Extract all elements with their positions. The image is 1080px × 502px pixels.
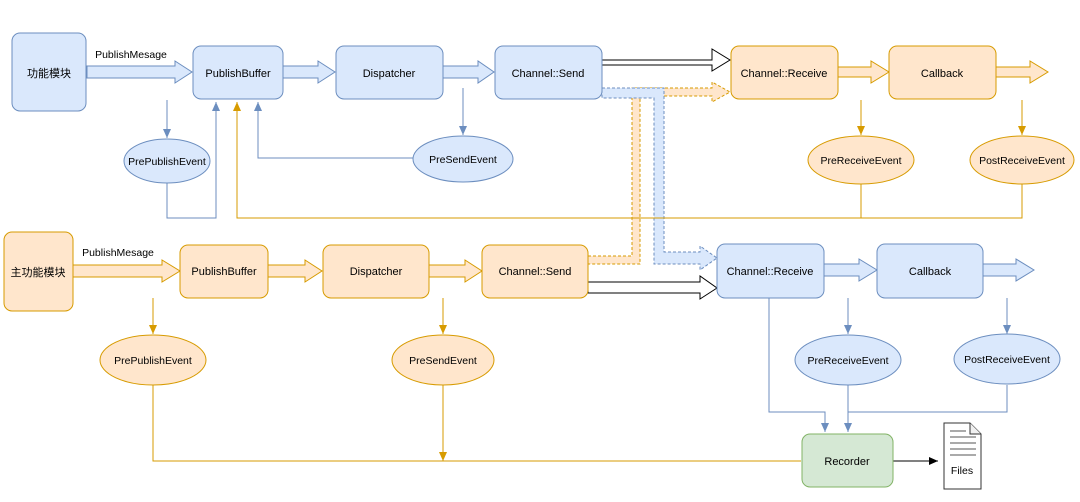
top-dispatcher-label: Dispatcher — [363, 68, 416, 80]
top-connector-prepublish-to-buffer — [166, 102, 220, 219]
top-publish-buffer-node: PublishBuffer — [192, 45, 284, 100]
top-prereceive-event-node: PreReceiveEvent — [807, 135, 915, 185]
top-postreceive-event-label: PostReceiveEvent — [979, 155, 1065, 167]
bottom-callback-label: Callback — [909, 266, 952, 278]
top-channel-receive-label: Channel::Receive — [741, 68, 828, 80]
bottom-arrow-module-to-buffer — [72, 259, 181, 283]
bottom-dispatcher-node: Dispatcher — [322, 244, 430, 299]
top-module-node: 功能模块 — [11, 32, 87, 112]
bottom-prepublish-event-label: PrePublishEvent — [114, 355, 192, 367]
top-prereceive-event-label: PreReceiveEvent — [820, 155, 901, 167]
top-channel-receive-node: Channel::Receive — [730, 45, 839, 100]
top-arrow-receive-to-callback — [837, 60, 890, 84]
bottom-blue-thin-connectors — [768, 298, 1011, 432]
top-arrow-callback-out — [995, 60, 1049, 84]
top-connector-events-return-to-buffer — [237, 102, 1023, 219]
top-orange-connectors — [237, 100, 1026, 219]
top-arrow-buffer-to-dispatcher — [282, 60, 336, 84]
top-presend-event-label: PreSendEvent — [429, 154, 497, 166]
bottom-prereceive-event-node: PreReceiveEvent — [794, 334, 902, 386]
top-channel-send-node: Channel::Send — [494, 45, 603, 100]
top-channel-send-label: Channel::Send — [512, 68, 585, 80]
bottom-postreceive-event-label: PostReceiveEvent — [964, 354, 1050, 366]
top-module-label: 功能模块 — [27, 66, 71, 80]
bottom-channel-receive-node: Channel::Receive — [716, 243, 825, 299]
top-arrow-module-to-buffer — [86, 60, 193, 84]
bottom-connector-postreceive-to-recorder — [848, 385, 1008, 413]
bottom-arrow-dispatcher-to-send — [428, 259, 483, 283]
cross-dashed-arrows — [587, 81, 732, 271]
files-icon: Files — [943, 422, 982, 490]
top-callback-node: Callback — [888, 45, 997, 100]
top-thin-connectors — [163, 88, 467, 219]
bottom-arrow-send-to-receive — [587, 275, 718, 300]
bottom-connector-receive-to-recorder — [768, 298, 829, 432]
bottom-publish-buffer-node: PublishBuffer — [179, 244, 269, 299]
bottom-publish-buffer-label: PublishBuffer — [191, 266, 257, 278]
blue-dashed-cross-arrow — [601, 87, 718, 271]
top-dispatcher-node: Dispatcher — [335, 45, 444, 100]
bottom-channel-receive-label: Channel::Receive — [727, 266, 814, 278]
bottom-callback-node: Callback — [876, 243, 984, 299]
bottom-postreceive-event-node: PostReceiveEvent — [953, 333, 1061, 385]
bottom-arrow-buffer-to-dispatcher — [267, 259, 323, 283]
top-publish-label: PublishMesage — [95, 49, 167, 61]
bottom-presend-event-label: PreSendEvent — [409, 355, 477, 367]
bottom-connector-events-to-recorder — [152, 385, 801, 461]
bottom-orange-thin-connectors — [149, 298, 801, 461]
top-arrow-send-to-receive — [601, 48, 731, 72]
top-publish-buffer-label: PublishBuffer — [205, 68, 271, 80]
bottom-publish-label: PublishMesage — [82, 247, 154, 259]
bottom-arrow-receive-to-callback — [823, 258, 878, 282]
top-flow-arrows — [86, 48, 1049, 84]
bottom-prepublish-event-node: PrePublishEvent — [99, 334, 207, 386]
recorder-node: Recorder — [801, 433, 894, 488]
top-presend-event-node: PreSendEvent — [412, 135, 514, 183]
top-callback-label: Callback — [921, 68, 964, 80]
top-arrow-dispatcher-to-send — [442, 60, 495, 84]
recorder-label: Recorder — [824, 456, 870, 468]
bottom-flow-arrows — [72, 258, 1035, 300]
bottom-prereceive-event-label: PreReceiveEvent — [807, 355, 888, 367]
top-postreceive-event-node: PostReceiveEvent — [969, 135, 1075, 185]
bottom-module-label: 主功能模块 — [11, 265, 66, 279]
top-connector-presend-to-buffer — [254, 102, 414, 159]
bottom-channel-send-label: Channel::Send — [499, 266, 572, 278]
bottom-arrow-callback-out — [982, 258, 1035, 282]
bottom-channel-send-node: Channel::Send — [481, 244, 589, 299]
top-prepublish-event-node: PrePublishEvent — [123, 138, 211, 184]
bottom-dispatcher-label: Dispatcher — [350, 266, 403, 278]
files-label: Files — [951, 465, 973, 477]
top-prepublish-event-label: PrePublishEvent — [128, 156, 206, 168]
bottom-presend-event-node: PreSendEvent — [391, 334, 495, 386]
bottom-module-node: 主功能模块 — [3, 231, 74, 312]
